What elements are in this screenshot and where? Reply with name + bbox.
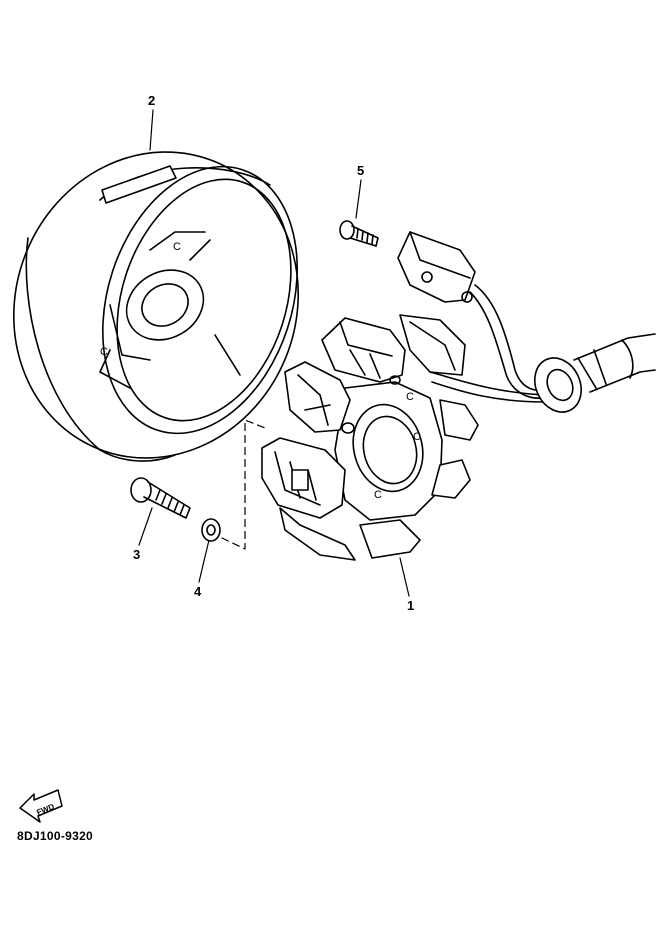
callout-screw: 5 xyxy=(357,163,365,178)
callout-washer: 4 xyxy=(194,584,202,599)
pickup-coil-and-harness xyxy=(397,231,656,413)
rotor-flywheel: C C xyxy=(12,151,300,462)
screw-part-5 xyxy=(339,220,379,247)
bolt-part-3 xyxy=(130,477,191,519)
svg-text:C: C xyxy=(173,241,181,253)
stator-coil-assembly: C C C xyxy=(261,314,479,561)
svg-text:C: C xyxy=(374,489,382,501)
svg-text:C: C xyxy=(413,431,421,443)
svg-text:C: C xyxy=(406,391,414,403)
callout-bolt: 3 xyxy=(133,547,141,562)
callout-rotor: 2 xyxy=(148,93,156,108)
forward-direction-arrow xyxy=(19,789,63,823)
washer-part-4 xyxy=(201,518,221,542)
callout-stator: 1 xyxy=(407,598,415,613)
drawing-code: 8DJ100-9320 xyxy=(17,829,94,843)
leader-lines xyxy=(138,109,410,597)
svg-text:C: C xyxy=(100,346,108,358)
